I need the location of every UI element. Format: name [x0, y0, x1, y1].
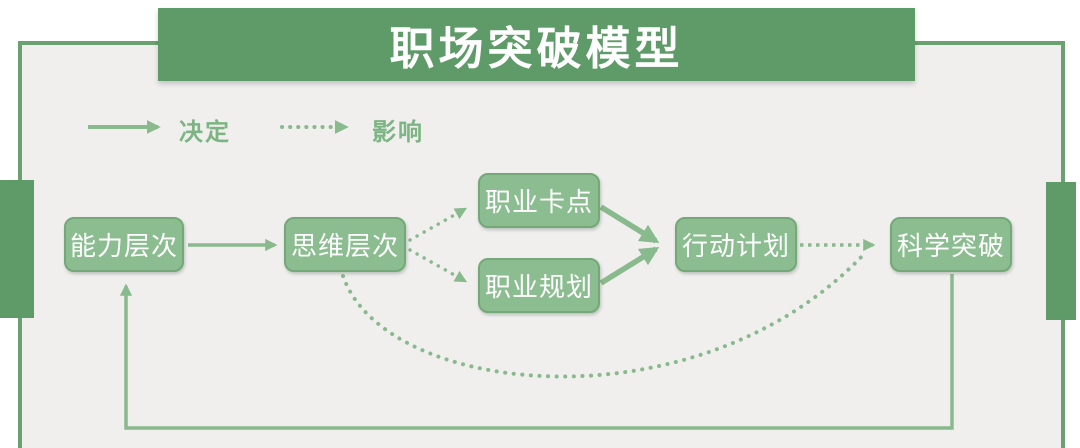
node-career-planning: 职业规划	[478, 258, 600, 313]
node-career-sticking-point: 职业卡点	[478, 173, 600, 228]
right-accent-bar	[1046, 182, 1076, 320]
node-action-plan: 行动计划	[675, 217, 797, 272]
diagram-title: 职场突破模型	[389, 23, 684, 74]
legend-dotted-arrow-label: 影响	[372, 119, 424, 146]
legend-solid-arrow-label: 决定	[179, 119, 231, 146]
node-thinking-level: 思维层次	[284, 217, 406, 272]
left-accent-bar	[0, 180, 34, 318]
node-ability-level: 能力层次	[64, 217, 184, 272]
diagram-title-banner: 职场突破模型	[158, 8, 915, 81]
node-scientific-breakthrough: 科学突破	[890, 217, 1012, 272]
